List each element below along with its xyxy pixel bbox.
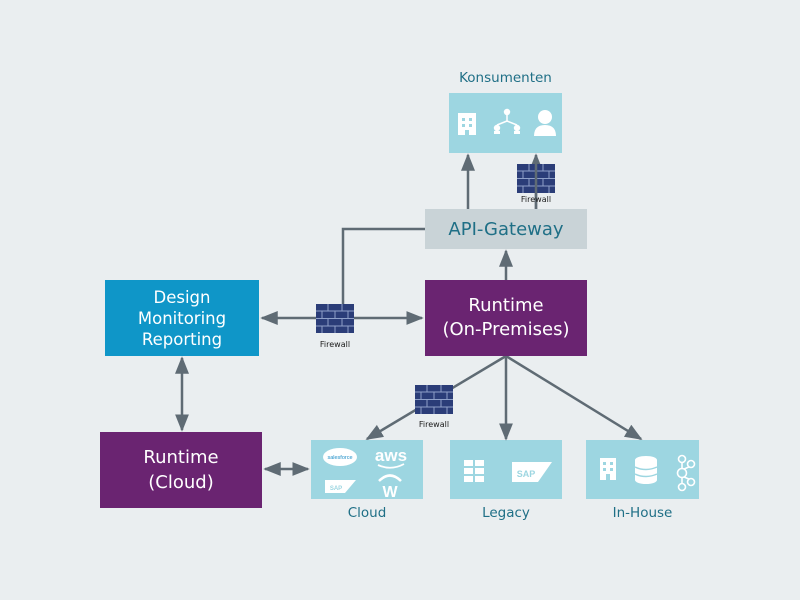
firewall-bottom-label: Firewall [418,420,450,429]
sap-logo-text: SAP [517,469,536,479]
salesforce-logo-text: salesforce [327,455,352,461]
legacy-label: Legacy [482,505,530,521]
runtime-onpremises-box: Runtime (On-Premises) [425,280,587,356]
api-gateway-box: API-Gateway [425,209,587,249]
cloud-label: Cloud [347,505,387,521]
cloud-icons: salesforce aws SAP W [323,446,407,501]
sap-icon: SAP [325,480,356,493]
sap-logo-text: SAP [330,486,342,492]
design-label: Design [153,287,211,307]
consumers-icons [458,108,556,136]
runtime-cloud-title: Runtime [143,447,219,468]
arrow-runtime-to-inhouse [505,354,643,441]
workday-logo-text: W [382,484,398,501]
runtime-cloud-box: Runtime (Cloud) [100,432,262,508]
firewall-middle [315,303,355,334]
network-users-icon [493,108,521,134]
monitoring-label: Monitoring [137,308,227,328]
aws-icon: aws [375,446,407,469]
runtime-cloud-subtitle: (Cloud) [148,472,214,493]
database-icon [634,456,658,484]
workday-icon: W [378,474,402,501]
inhouse-icons [600,454,696,492]
legacy-icons: SAP [464,460,552,482]
salesforce-cloud-icon: salesforce [323,448,357,466]
building-icon [458,113,476,135]
firewall-bottom [414,384,454,415]
aws-logo-text: aws [375,446,407,465]
kafka-icon [676,454,696,492]
building-icon [600,458,616,480]
firewall-top-label: Firewall [520,195,552,204]
user-icon [534,110,556,136]
runtime-onpremises-subtitle: (On-Premises) [442,319,570,340]
sap-icon: SAP [512,462,552,482]
firewall-middle-label: Firewall [319,340,351,349]
server-rack-icon [464,460,484,482]
inhouse-label: In-House [612,505,673,521]
runtime-onpremises-title: Runtime [468,295,544,316]
api-gateway-label: API-Gateway [448,218,564,240]
consumers-label: Konsumenten [459,70,552,86]
line-gateway-to-design [341,227,425,318]
reporting-label: Reporting [141,329,223,349]
design-monitoring-reporting-box: Design Monitoring Reporting [105,280,259,356]
